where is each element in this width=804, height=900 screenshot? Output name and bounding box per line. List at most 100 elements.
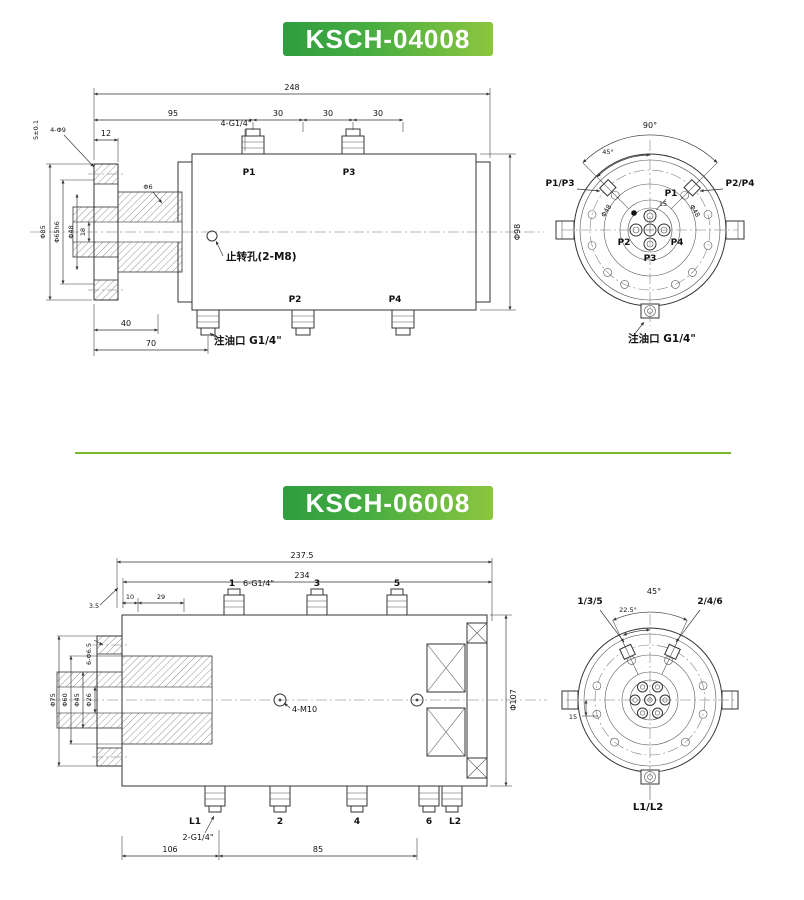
port-label-2: 2 — [277, 817, 283, 827]
label-p2p4-text: P2/P4 — [725, 179, 754, 189]
label-246-text: 2/4/6 — [697, 597, 722, 607]
dim-90deg-text: 90° — [643, 121, 657, 130]
label-135-text: 1/3/5 — [577, 597, 602, 607]
port-stub-l1 — [204, 785, 226, 813]
bolt-holes — [587, 210, 713, 289]
dim-248-text: 248 — [284, 83, 299, 92]
dim-30b-text: 30 — [323, 109, 333, 118]
dim-phi60-text: Φ60 — [61, 693, 69, 706]
dim-phi98: Φ98 — [480, 153, 522, 311]
dim-15-text: 15 — [659, 200, 667, 208]
tol-5-text: 5±0.1 — [32, 120, 40, 140]
port-label-l2: L2 — [449, 817, 461, 827]
port-stub-l2 — [441, 785, 463, 813]
label-4m10-text: 4-M10 — [292, 705, 317, 714]
dim-234-text: 234 — [294, 571, 309, 580]
dim-phi107: Φ107 — [490, 614, 518, 787]
dim-row-95-30: 95 30 30 30 — [94, 109, 404, 132]
label-phi6-text: Φ6 — [143, 183, 152, 191]
label-4g14-text: 4-G1/4" — [220, 119, 251, 128]
dim-phi65h6: Φ65h6 — [53, 179, 94, 285]
label-4m10: 4-M10 — [283, 702, 317, 714]
label-246: 2/4/6 — [675, 597, 723, 643]
port-label-5: 5 — [394, 579, 400, 589]
label-6phi65: 6-Φ6.5 — [85, 639, 104, 665]
dim-106-text: 106 — [162, 845, 177, 854]
dim-phi26: Φ26 — [85, 687, 97, 713]
ksch04008-side-view: 248 95 30 30 30 12 4-Φ9 5±0.1 Φ85 — [30, 83, 544, 356]
label-oil-port-end-text: 注油口 G1/4" — [628, 332, 696, 345]
label-oil-port-end: 注油口 G1/4" — [628, 321, 696, 345]
port-label-p2: P2 — [289, 295, 302, 305]
cluster-port — [637, 707, 648, 719]
label-p2p4: P2/P4 — [699, 179, 755, 193]
dim-40: 40 — [93, 304, 159, 356]
label-4g14: 4-G1/4" — [220, 119, 252, 151]
cluster-port — [652, 707, 663, 719]
cluster-port — [637, 681, 648, 693]
section-divider — [75, 452, 731, 454]
dim-29-text: 29 — [157, 593, 165, 601]
ksch06008-side-view: 237.5 234 3.5 10 29 1 6-G1/4" 3 5 Φ75 — [49, 551, 547, 860]
dim-3-5: 3.5 — [89, 587, 119, 610]
port-stub-p1 — [241, 128, 265, 155]
port-label-l1: L1 — [189, 817, 201, 827]
dim-70-text: 70 — [146, 339, 156, 348]
dim-phi98-text: Φ98 — [513, 224, 522, 240]
bearing-top — [426, 643, 466, 693]
dim-106-85: 106 85 — [121, 830, 418, 860]
bearing-bottom — [426, 707, 466, 757]
label-oil-port: 注油口 G1/4" — [209, 332, 282, 347]
label-p4: P4 — [671, 238, 684, 248]
port-label-p1: P1 — [243, 168, 256, 178]
label-6phi65-text: 6-Φ6.5 — [85, 643, 93, 665]
dim-3-5-text: 3.5 — [89, 602, 99, 610]
dim-85-text: 85 — [313, 845, 323, 854]
port-stub-4 — [346, 785, 368, 813]
dim-phi65h6-text: Φ65h6 — [53, 221, 61, 243]
label-stop-hole-text: 止转孔(2-M8) — [226, 250, 297, 263]
dim-phi45-text: Φ45 — [73, 693, 81, 706]
dim-45deg-text: 45° — [602, 148, 614, 156]
port-label-6: 6 — [426, 817, 432, 827]
port-stub-p4 — [391, 309, 415, 336]
port-stub-5 — [386, 588, 408, 616]
angle-dims: 45° 22.5° — [612, 587, 688, 675]
cluster-port — [652, 681, 663, 693]
mounting-flange — [88, 163, 124, 301]
dim-phi107-text: Φ107 — [509, 689, 518, 711]
model-title-2-text: KSCH-06008 — [305, 487, 471, 518]
dim-phi75-text: Φ75 — [49, 693, 57, 706]
label-bolt-holes: 4-Φ9 — [50, 126, 95, 168]
dim-22-5deg-text: 22.5° — [619, 606, 637, 614]
label-2g14-text: 2-G1/4" — [182, 833, 213, 842]
label-oil-port-text: 注油口 G1/4" — [214, 334, 282, 347]
port-stub-p2 — [291, 309, 315, 336]
ksch06008-end-view: 45° 22.5° 1/3/5 2/4/6 15 L1/L2 — [561, 587, 739, 813]
model-title-1-text: KSCH-04008 — [305, 23, 471, 54]
dim-phi48-text: Φ48 — [67, 225, 75, 238]
dim-70: 70 — [94, 336, 209, 354]
dim-phi60: Φ60 — [61, 655, 122, 745]
dim-40-text: 40 — [121, 319, 131, 328]
label-stop-hole: 止转孔(2-M8) — [215, 240, 297, 263]
label-2g14: 2-G1/4" — [182, 815, 215, 842]
bolt-holes — [592, 681, 708, 747]
dim-248: 248 — [93, 83, 491, 160]
dim-10-29: 10 29 — [122, 593, 185, 612]
dim-15: 15 — [569, 700, 598, 721]
label-p1: P1 — [665, 189, 678, 199]
port-stub-6 — [418, 785, 440, 813]
dim-30a-text: 30 — [273, 109, 283, 118]
dim-95-text: 95 — [168, 109, 178, 118]
dim-237-5: 237.5 — [116, 551, 493, 621]
port-stub-2 — [269, 785, 291, 813]
label-p3: P3 — [644, 254, 657, 264]
port-label-p3: P3 — [343, 168, 356, 178]
dim-30c-text: 30 — [373, 109, 383, 118]
dim-phi85-text: Φ85 — [39, 225, 47, 238]
label-6g14-text: 6-G1/4" — [243, 579, 274, 588]
model-title-2: KSCH-06008 — [283, 486, 493, 520]
label-p2: P2 — [618, 238, 631, 248]
